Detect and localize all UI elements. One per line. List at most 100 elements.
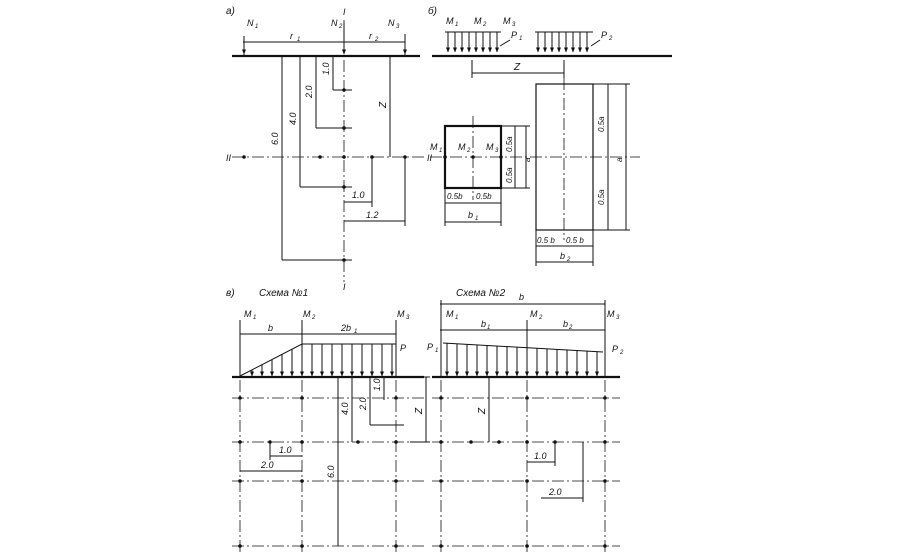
svg-text:1: 1	[475, 216, 478, 222]
panel-a: а) N 1 N 2 N 3 I r 1 r 2 I II	[226, 6, 425, 292]
scheme-1-title: Схема №1	[259, 288, 308, 299]
svg-text:1: 1	[519, 36, 522, 42]
svg-text:1.0: 1.0	[372, 378, 382, 391]
svg-text:P: P	[612, 344, 618, 354]
svg-text:b: b	[563, 319, 568, 329]
load-block-1-arrows	[446, 32, 499, 53]
svg-text:2.0: 2.0	[358, 397, 368, 411]
panel-b-label: б)	[428, 5, 437, 17]
svg-text:1: 1	[455, 22, 458, 28]
svg-text:1: 1	[487, 325, 490, 331]
svg-text:2: 2	[538, 315, 543, 321]
svg-text:3: 3	[406, 315, 410, 321]
hdim-1-0: 1.0	[352, 190, 365, 200]
svg-text:1: 1	[253, 315, 256, 321]
svg-text:1.0: 1.0	[279, 445, 292, 455]
axis-i-top: I	[343, 7, 346, 17]
n1-label: N	[247, 18, 254, 28]
svg-text:P: P	[511, 30, 517, 40]
svg-text:0.5a: 0.5a	[597, 116, 606, 132]
svg-text:2: 2	[619, 350, 624, 356]
dim-z: Z	[378, 101, 389, 109]
dim-1-0: 1.0	[321, 62, 331, 75]
svg-text:Z: Z	[477, 407, 488, 415]
svg-text:b: b	[268, 323, 273, 333]
scheme-1-load	[239, 343, 397, 377]
svg-text:6.0: 6.0	[326, 465, 336, 478]
svg-text:a: a	[615, 157, 624, 162]
svg-text:0.5 b: 0.5 b	[566, 236, 584, 245]
svg-text:0.5a: 0.5a	[505, 167, 514, 183]
svg-text:1: 1	[439, 148, 442, 154]
svg-text:0.5b: 0.5b	[476, 192, 492, 201]
svg-text:P: P	[601, 30, 607, 40]
scheme-2-grid	[432, 380, 620, 555]
svg-text:1.0: 1.0	[534, 451, 547, 461]
panel-v: в) Схема №1 Схема №2 M 1 M 2 M 3 b 2b 1	[226, 288, 624, 555]
svg-text:M: M	[474, 16, 482, 26]
svg-text:M: M	[446, 309, 454, 319]
panel-a-label: а)	[226, 6, 235, 17]
svg-text:I: I	[343, 282, 346, 292]
svg-text:2: 2	[482, 22, 487, 28]
svg-text:3: 3	[495, 148, 499, 154]
svg-text:Z: Z	[414, 407, 425, 415]
svg-text:0.5a: 0.5a	[597, 189, 606, 205]
svg-text:b: b	[519, 292, 524, 302]
svg-text:0.5 b: 0.5 b	[537, 236, 555, 245]
hdim-1-2: 1.2	[366, 210, 379, 220]
svg-text:1: 1	[455, 315, 458, 321]
load-block-2-arrows	[536, 32, 589, 53]
svg-text:b: b	[468, 210, 473, 220]
axis-ii-label: II	[226, 153, 232, 163]
svg-text:3: 3	[616, 315, 620, 321]
scheme-1-grid	[232, 380, 424, 555]
svg-text:M: M	[458, 142, 466, 152]
svg-text:2.0: 2.0	[548, 487, 562, 497]
svg-text:1: 1	[354, 329, 357, 335]
svg-text:2: 2	[338, 24, 343, 30]
svg-text:a: a	[523, 157, 532, 162]
scheme-2-load	[442, 342, 604, 353]
svg-text:M: M	[486, 142, 494, 152]
scheme-2-title: Схема №2	[456, 288, 506, 299]
svg-text:2: 2	[566, 257, 571, 263]
r1-label: r	[290, 31, 294, 41]
svg-text:2: 2	[568, 325, 573, 331]
svg-text:2b: 2b	[340, 323, 351, 333]
svg-text:2.0: 2.0	[260, 460, 274, 470]
svg-text:II: II	[427, 153, 433, 163]
svg-text:2: 2	[608, 36, 613, 42]
svg-text:b: b	[481, 319, 486, 329]
svg-text:2: 2	[311, 315, 316, 321]
svg-text:4.0: 4.0	[340, 402, 350, 415]
dim-6-0: 6.0	[270, 132, 280, 145]
n2-label: N	[331, 18, 338, 28]
svg-text:b: b	[560, 251, 565, 261]
svg-text:2: 2	[374, 37, 379, 43]
svg-text:0.5a: 0.5a	[505, 136, 514, 152]
svg-text:P: P	[427, 342, 433, 352]
svg-text:0.5b: 0.5b	[447, 192, 463, 201]
svg-text:M: M	[607, 309, 615, 319]
dim-4-0: 4.0	[288, 112, 298, 125]
scheme-1-load-arrows	[250, 344, 394, 377]
svg-text:M: M	[397, 309, 405, 319]
svg-text:3: 3	[512, 22, 516, 28]
z-label-b: Z	[513, 62, 521, 73]
svg-text:M: M	[303, 309, 311, 319]
dim-2-0: 2.0	[304, 85, 314, 99]
panel-v-label: в)	[226, 288, 235, 299]
svg-text:M: M	[430, 142, 438, 152]
svg-text:M: M	[530, 309, 538, 319]
svg-text:1: 1	[255, 24, 258, 30]
svg-text:M: M	[244, 309, 252, 319]
panel-b: б) M 1 M 2 M 3 P 1	[427, 5, 672, 266]
svg-text:1: 1	[435, 348, 438, 354]
svg-text:P: P	[400, 343, 406, 353]
n3-label: N	[388, 18, 395, 28]
svg-text:3: 3	[396, 24, 400, 30]
svg-text:2: 2	[466, 148, 471, 154]
r2-label: r	[369, 31, 373, 41]
